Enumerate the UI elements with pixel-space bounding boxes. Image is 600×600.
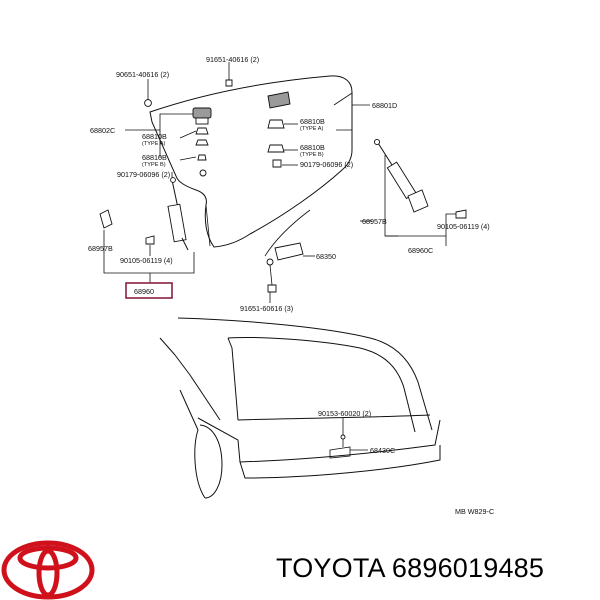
latch-assembly — [264, 209, 311, 293]
label-68810b-a-left: 68810B — [142, 132, 167, 141]
label-90105-left: 90105-06119 (4) — [120, 256, 173, 265]
part-labels: 91651-40616 (2) 90651-40616 (2) 68801D 6… — [88, 55, 494, 516]
label-91651-40616: 91651-40616 (2) — [206, 55, 259, 64]
label-90651-40616: 90651-40616 (2) — [116, 70, 169, 79]
label-68957b-left: 68957B — [88, 244, 113, 253]
label-68957b-right: 68957B — [362, 217, 387, 226]
vehicle-body — [159, 317, 441, 499]
label-68960: 68960 — [134, 287, 154, 296]
left-hinge — [144, 70, 233, 177]
right-damper-stay — [373, 138, 467, 219]
leader-lines — [103, 62, 456, 451]
label-type-b-left: (TYPE B) — [142, 162, 166, 168]
label-type-a-left: (TYPE A) — [142, 141, 165, 147]
label-68810b-b-right: 68810B — [300, 143, 325, 152]
label-90153-60020: 90153-60020 (2) — [318, 409, 371, 418]
label-68430c: 68430C — [370, 446, 395, 455]
label-68810b-b-left: 68810B — [142, 153, 167, 162]
label-68802c: 68802C — [90, 126, 115, 135]
label-type-a-right: (TYPE A) — [300, 126, 323, 132]
label-90179-left: 90179-06096 (2) — [117, 170, 170, 179]
footer-part-number: TOYOTA 6896019485 — [276, 553, 545, 583]
label-68960c: 68960C — [408, 246, 433, 255]
label-90179-right: 90179-06096 (2) — [300, 160, 353, 169]
liftgate-outline — [149, 75, 353, 248]
label-91651-60616: 91651-60616 (3) — [240, 304, 293, 313]
label-90105-right: 90105-06119 (4) — [437, 222, 490, 231]
label-68810b-a-right: 68810B — [300, 117, 325, 126]
label-68801d: 68801D — [372, 101, 397, 110]
label-type-b-right: (TYPE B) — [300, 152, 324, 158]
label-diagram-code: MB W829-C — [455, 507, 494, 516]
label-68350: 68350 — [316, 252, 336, 261]
toyota-logo — [1, 540, 95, 600]
left-damper-stay — [99, 177, 189, 251]
right-hinge — [267, 91, 291, 168]
highlight-box — [125, 282, 173, 299]
